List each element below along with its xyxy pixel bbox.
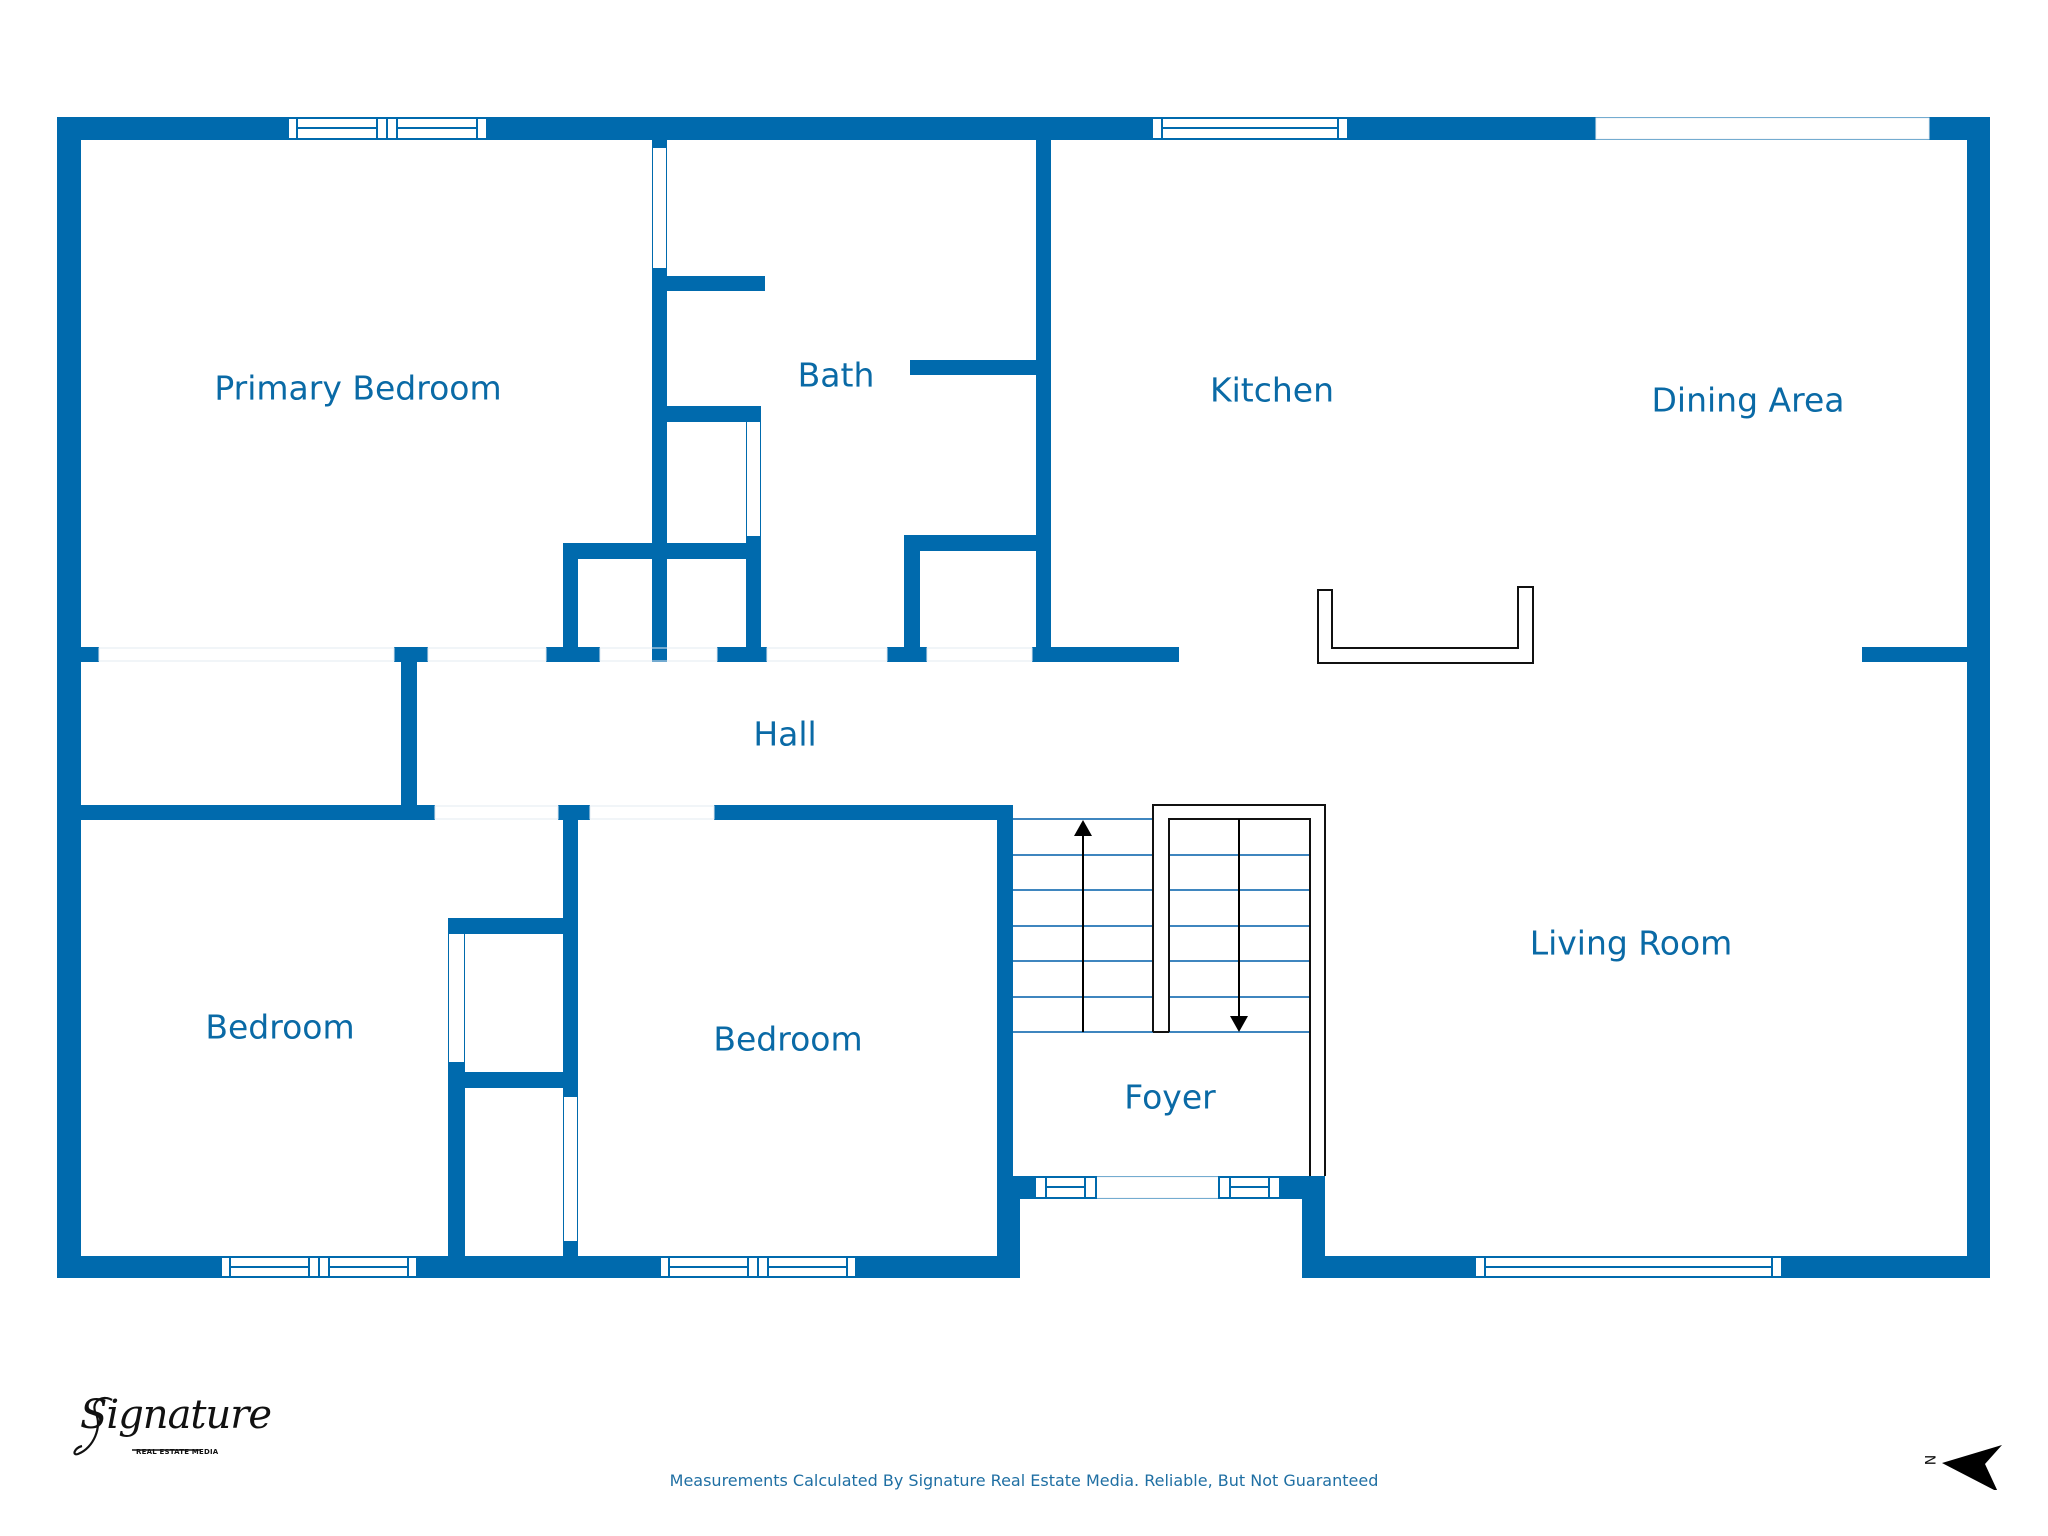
kitchen-counter bbox=[1317, 586, 1534, 664]
outer-walls bbox=[57, 117, 1990, 1278]
staircase bbox=[1013, 804, 1326, 1176]
windows bbox=[220, 117, 1783, 1278]
window-living-room bbox=[1474, 1256, 1783, 1278]
label-bedroom-center: Bedroom bbox=[713, 1020, 862, 1059]
stairs-down-arrow-icon bbox=[1230, 819, 1248, 1032]
logo-swash-icon bbox=[73, 1396, 200, 1456]
window-foyer-right bbox=[1218, 1176, 1281, 1199]
label-dining-area: Dining Area bbox=[1652, 381, 1845, 420]
window-foyer-left bbox=[1034, 1176, 1097, 1199]
compass: N bbox=[1914, 1440, 2014, 1490]
stairs-up-arrow-icon bbox=[1074, 820, 1092, 1032]
label-bedroom-left: Bedroom bbox=[205, 1008, 354, 1047]
label-hall: Hall bbox=[753, 715, 816, 754]
label-foyer: Foyer bbox=[1124, 1078, 1216, 1117]
window-kitchen bbox=[1151, 117, 1349, 140]
interior-walls bbox=[57, 140, 1967, 1278]
label-kitchen: Kitchen bbox=[1210, 371, 1334, 410]
logo-script-text: Signature bbox=[80, 1392, 272, 1438]
label-primary-bedroom: Primary Bedroom bbox=[214, 369, 501, 408]
logo-subtitle: REAL ESTATE MEDIA bbox=[136, 1448, 219, 1456]
label-bath: Bath bbox=[798, 356, 875, 395]
north-arrow-icon bbox=[1942, 1445, 2002, 1490]
signature-logo: Signature REAL ESTATE MEDIA bbox=[72, 1392, 272, 1472]
window-primary-bedroom bbox=[287, 117, 488, 140]
measurement-disclaimer: Measurements Calculated By Signature Rea… bbox=[669, 1471, 1379, 1490]
label-living-room: Living Room bbox=[1530, 924, 1733, 963]
window-bedroom-center bbox=[659, 1256, 857, 1278]
room-labels: Primary Bedroom Bath Kitchen Dining Area… bbox=[205, 356, 1844, 1117]
window-bedroom-left bbox=[220, 1256, 418, 1278]
